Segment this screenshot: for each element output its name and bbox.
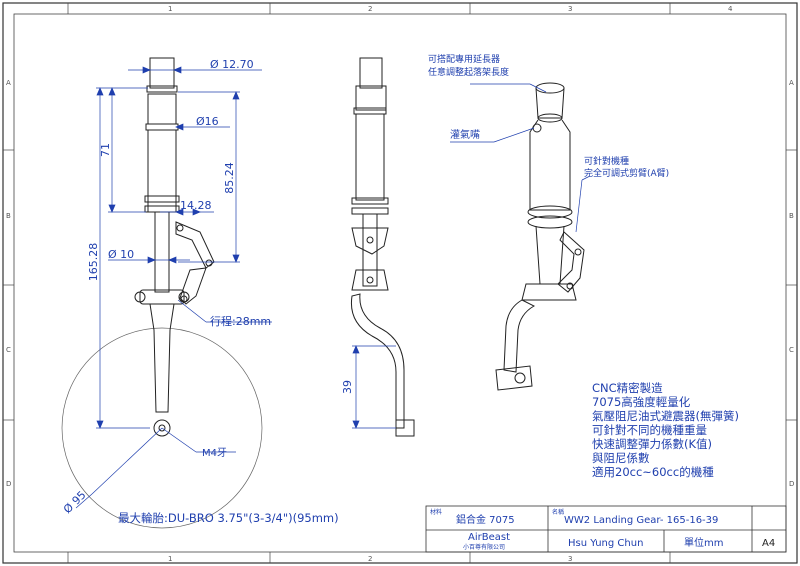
grid-row-d: D (6, 480, 11, 488)
note-adjust-2: 完全可調式剪臂(A臂) (584, 167, 669, 179)
grid-col-1: 1 (168, 5, 172, 13)
note-adjust-1: 可針對機種 (584, 155, 629, 167)
dim-diameter-10: Ø 10 (108, 248, 134, 261)
tb-name-tag: 名稱 (552, 508, 564, 516)
inner-border (13, 13, 787, 553)
dim-165-28: 165.28 (87, 243, 100, 282)
grid-row-b: B (6, 212, 11, 220)
tb-material: 鋁合金 7075 (456, 513, 515, 526)
grid-col-2: 2 (368, 5, 372, 13)
grid-col-2-bottom: 2 (368, 555, 372, 563)
feature-line-1: CNC精密製造 (592, 381, 663, 395)
dim-14-28: 14.28 (180, 199, 212, 212)
side-dimensions (352, 345, 396, 429)
title-block-text: 材料 鋁合金 7075 名稱 WW2 Landing Gear- 165-16-… (430, 508, 775, 551)
grid-col-3-bottom: 3 (568, 555, 572, 563)
m4-thread-label: M4牙 (202, 447, 227, 459)
iso-leaders (450, 83, 591, 233)
grid-row-d-right: D (789, 480, 794, 488)
note-extender-2: 任意調整起落架長度 (428, 66, 509, 78)
grid-row-a: A (6, 79, 11, 87)
dim-71: 71 (99, 143, 112, 157)
feature-line-3: 氣壓阻尼油式避震器(無彈簧) (592, 409, 739, 423)
feature-line-4: 可針對不同的機種重量 (592, 423, 707, 437)
tb-company-sub: 小百尊有限公司 (463, 543, 505, 551)
dim-diameter-12-70: Ø 12.70 (210, 58, 254, 71)
tb-unit: 單位mm (684, 536, 723, 549)
title-block (425, 505, 787, 553)
tb-company: AirBeast (468, 532, 510, 543)
tb-part-name: WW2 Landing Gear- 165-16-39 (564, 515, 718, 526)
dim-39: 39 (341, 380, 354, 394)
tb-material-tag: 材料 (430, 508, 442, 516)
grid-col-4: 4 (728, 5, 733, 13)
travel-label: 行程:28mm (210, 315, 271, 328)
feature-list: CNC精密製造 7075高強度輕量化 氣壓阻尼油式避震器(無彈簧) 可針對不同的… (592, 381, 739, 479)
feature-line-2: 7075高強度輕量化 (592, 395, 691, 409)
grid-labels: 1 2 3 4 1 2 3 A B C D A B C D (6, 5, 794, 563)
grid-col-1-bottom: 1 (168, 555, 172, 563)
side-view (350, 57, 415, 437)
grid-row-c: C (6, 346, 11, 354)
grid-marks (3, 3, 797, 563)
dim-diameter-95: Ø 95 (61, 488, 89, 516)
front-dimensions (75, 66, 272, 509)
tb-sheet-size: A4 (762, 538, 775, 549)
wheel-outline (61, 327, 263, 529)
grid-row-b-right: B (789, 212, 794, 220)
iso-view (495, 82, 585, 391)
grid-row-c-right: C (789, 346, 794, 354)
iso-notes: 可搭配專用延長器 任意調整起落架長度 灌氣嘴 可針對機種 完全可調式剪臂(A臂) (428, 53, 669, 179)
wheel-max-label: 最大輪胎:DU-BRO 3.75"(3-3/4")(95mm) (118, 511, 339, 525)
feature-line-7: 適用20cc~60cc的機種 (592, 465, 714, 479)
front-dimension-labels: Ø 12.70 Ø16 Ø 10 14.28 165.28 71 85.24 行… (61, 58, 339, 525)
front-view (61, 57, 263, 529)
tb-designer: Hsu Yung Chun (568, 538, 643, 549)
feature-line-6: 與阻尼係數 (592, 451, 650, 465)
feature-line-5: 快速調整彈力係數(K值) (592, 437, 712, 451)
dim-diameter-16: Ø16 (196, 115, 219, 128)
dim-85-24: 85.24 (223, 162, 236, 194)
grid-col-3: 3 (568, 5, 572, 13)
grid-row-a-right: A (789, 79, 794, 87)
note-nozzle: 灌氣嘴 (450, 128, 480, 141)
note-extender-1: 可搭配專用延長器 (428, 53, 500, 65)
